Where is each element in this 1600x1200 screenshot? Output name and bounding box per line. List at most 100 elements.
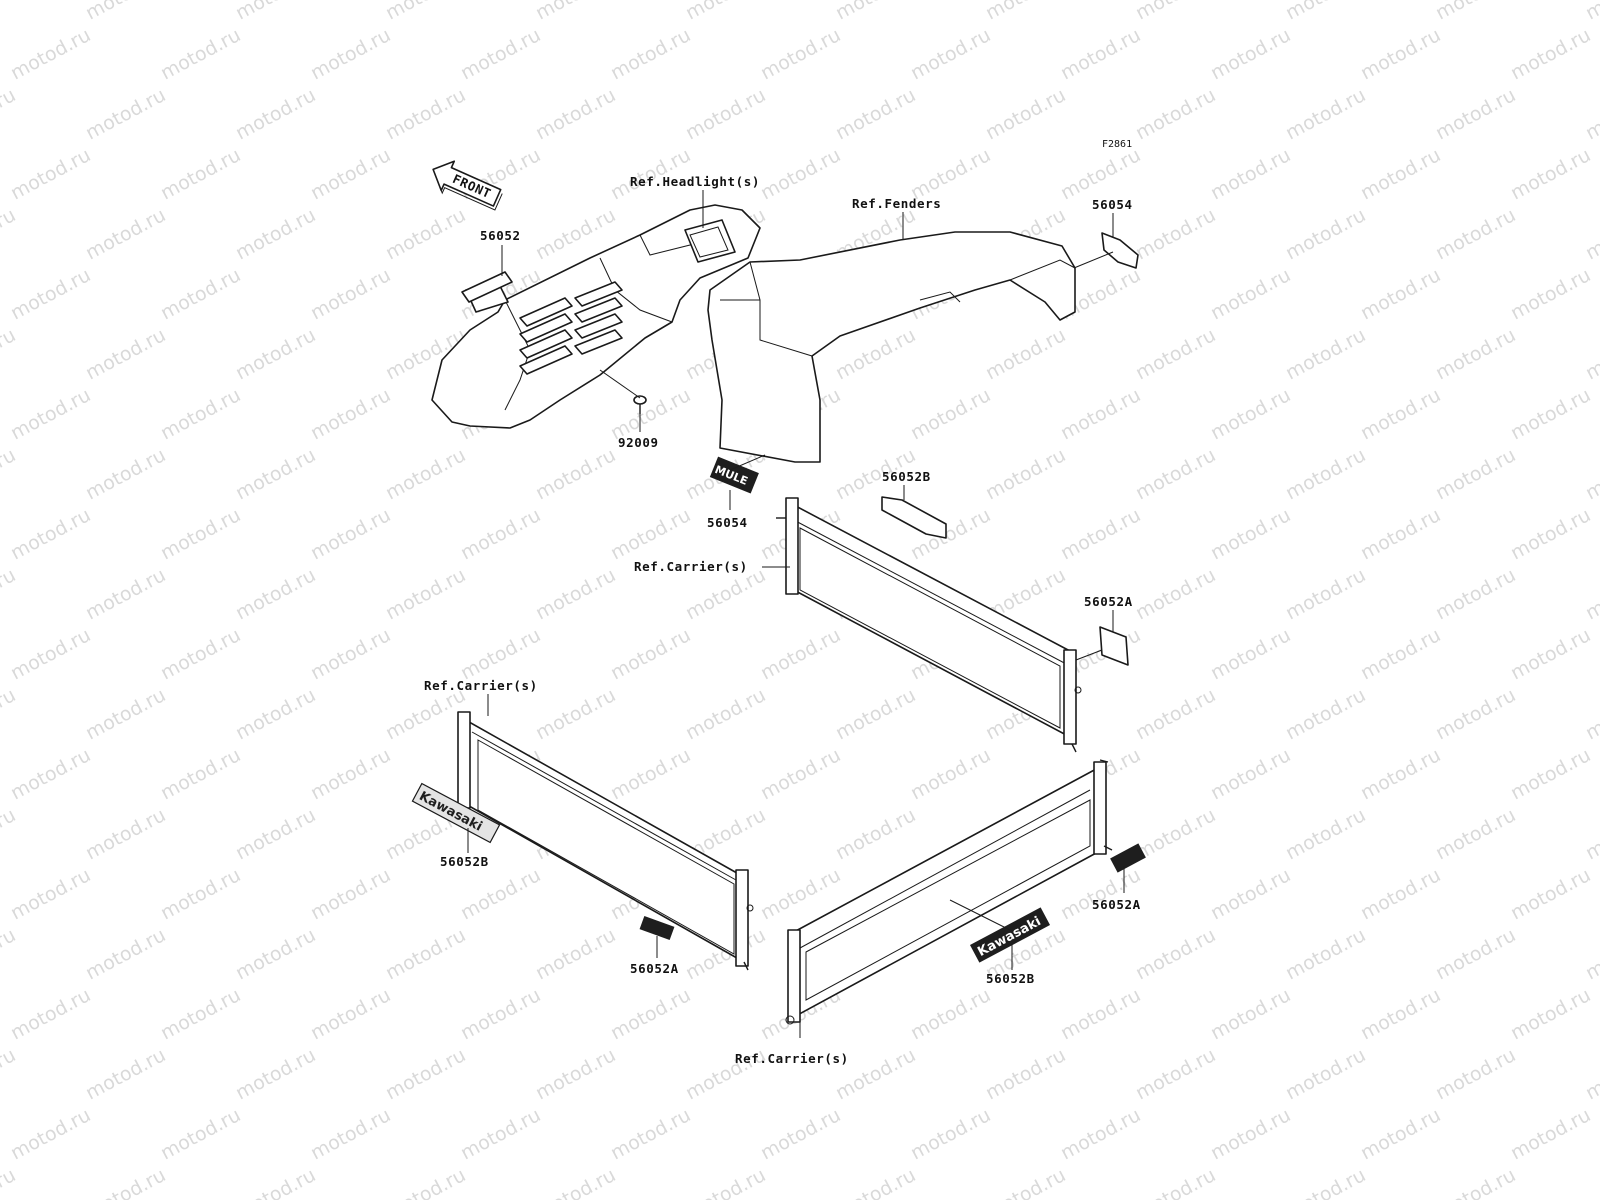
watermark-text: motod.ru (1057, 504, 1144, 564)
watermark-text: motod.ru (1282, 204, 1369, 264)
watermark-text: motod.ru (532, 924, 619, 984)
watermark-text: motod.ru (1132, 804, 1219, 864)
callout-labels: Ref.Headlight(s) Ref.Fenders 56054 56052… (424, 174, 1141, 1066)
watermark-text: motod.ru (1132, 84, 1219, 144)
watermark-text: motod.ru (1357, 504, 1444, 564)
watermark-text: motod.ru (82, 804, 169, 864)
watermark-text: motod.ru (682, 684, 769, 744)
watermark-text: motod.ru (82, 1044, 169, 1104)
watermark-text: motod.ru (157, 384, 244, 444)
watermark-text: motod.ru (1432, 1164, 1519, 1200)
watermark-text: motod.ru (1207, 24, 1294, 84)
leader-lines (467, 190, 1125, 1038)
watermark-text: motod.ru (1507, 624, 1594, 684)
watermark-text: motod.ru (307, 984, 394, 1044)
watermark-text: motod.ru (532, 444, 619, 504)
watermark-text: motod.ru (7, 624, 94, 684)
watermark-text: motod.ru (532, 0, 619, 24)
watermark-text: motod.ru (0, 204, 19, 264)
watermark-text: motod.ru (1357, 984, 1444, 1044)
watermark-text: motod.ru (1507, 744, 1594, 804)
watermark-text: motod.ru (1507, 264, 1594, 324)
watermark-text: motod.ru (307, 864, 394, 924)
watermark-text: motod.ru (232, 204, 319, 264)
watermark-text: motod.ru (232, 84, 319, 144)
watermark-text: motod.ru (7, 144, 94, 204)
watermark-text: motod.ru (832, 0, 919, 24)
watermark-text: motod.ru (232, 0, 319, 24)
headlight-housing (431, 204, 761, 429)
carrier-panel-left (457, 711, 754, 971)
watermark-text: motod.ru (607, 504, 694, 564)
watermark-text: motod.ru (1582, 564, 1600, 624)
watermark-text: motod.ru (382, 924, 469, 984)
watermark-text: motod.ru (532, 84, 619, 144)
watermark-text: motod.ru (832, 1164, 919, 1200)
watermark-text: motod.ru (682, 84, 769, 144)
watermark-text: motod.ru (307, 144, 394, 204)
watermark-text: motod.ru (157, 504, 244, 564)
watermark-text: motod.ru (982, 324, 1069, 384)
watermark-text: motod.ru (1357, 744, 1444, 804)
watermark-text: motod.ru (1132, 1164, 1219, 1200)
watermark-text: motod.ru (307, 624, 394, 684)
watermark-text: motod.ru (232, 684, 319, 744)
watermark-text: motod.ru (1207, 864, 1294, 924)
decal-56054-top (1101, 232, 1139, 269)
watermark-text: motod.ru (1507, 504, 1594, 564)
watermark-text: motod.ru (457, 504, 544, 564)
watermark-text: motod.ru (232, 564, 319, 624)
watermark-text: motod.ru (382, 0, 469, 24)
callout-56052b-top: 56052B (882, 469, 931, 484)
watermark-text: motod.ru (1132, 924, 1219, 984)
watermark-text: motod.ru (1432, 444, 1519, 504)
watermark-text: motod.ru (757, 1104, 844, 1164)
watermark-text: motod.ru (157, 264, 244, 324)
watermark-text: motod.ru (7, 24, 94, 84)
watermark-text: motod.ru (1282, 1164, 1369, 1200)
watermark-text: motod.ru (0, 804, 19, 864)
watermark-text: motod.ru (1132, 684, 1219, 744)
watermark-text: motod.ru (832, 684, 919, 744)
callout-56052a-left: 56052A (630, 961, 679, 976)
watermark-text: motod.ru (232, 444, 319, 504)
diagram-code: F2861 (1102, 139, 1132, 150)
watermark-text: motod.ru (1357, 864, 1444, 924)
watermark-text: motod.ru (1357, 264, 1444, 324)
watermark-text: motod.ru (982, 1044, 1069, 1104)
callout-ref-carrier-left: Ref.Carrier(s) (424, 678, 538, 693)
watermark-text: motod.ru (307, 264, 394, 324)
watermark-text: motod.ru (757, 744, 844, 804)
watermark-text: motod.ru (0, 324, 19, 384)
watermark-text: motod.ru (1207, 144, 1294, 204)
callout-56052a-lower-right: 56052A (1092, 897, 1141, 912)
watermark-text: motod.ru (1507, 864, 1594, 924)
watermark-text: motod.ru (757, 144, 844, 204)
watermark-text: motod.ru (0, 84, 19, 144)
watermark-text: motod.ru (157, 984, 244, 1044)
watermark-text: motod.ru (1432, 324, 1519, 384)
callout-92009: 92009 (618, 435, 659, 450)
watermark-text: motod.ru (982, 84, 1069, 144)
watermark-text: motod.ru (1432, 564, 1519, 624)
watermark-text: motod.ru (0, 1044, 19, 1104)
watermark-text: motod.ru (1432, 0, 1519, 24)
watermark-text: motod.ru (1582, 324, 1600, 384)
watermark-text: motod.ru (457, 864, 544, 924)
watermark-text: motod.ru (1432, 84, 1519, 144)
watermark-text: motod.ru (1357, 144, 1444, 204)
watermark-text: motod.ru (0, 564, 19, 624)
watermark-text: motod.ru (532, 1044, 619, 1104)
watermark-text: motod.ru (1207, 384, 1294, 444)
watermark-text: motod.ru (532, 564, 619, 624)
watermark-text: motod.ru (532, 1164, 619, 1200)
watermark-text: motod.ru (1507, 144, 1594, 204)
watermark-text: motod.ru (832, 804, 919, 864)
watermark-text: motod.ru (1207, 984, 1294, 1044)
watermark-text: motod.ru (1357, 384, 1444, 444)
watermark-text: motod.ru (1132, 564, 1219, 624)
watermark-text: motod.ru (7, 864, 94, 924)
watermark-text: motod.ru (7, 984, 94, 1044)
watermark-text: motod.ru (1432, 1044, 1519, 1104)
watermark-text: motod.ru (907, 984, 994, 1044)
